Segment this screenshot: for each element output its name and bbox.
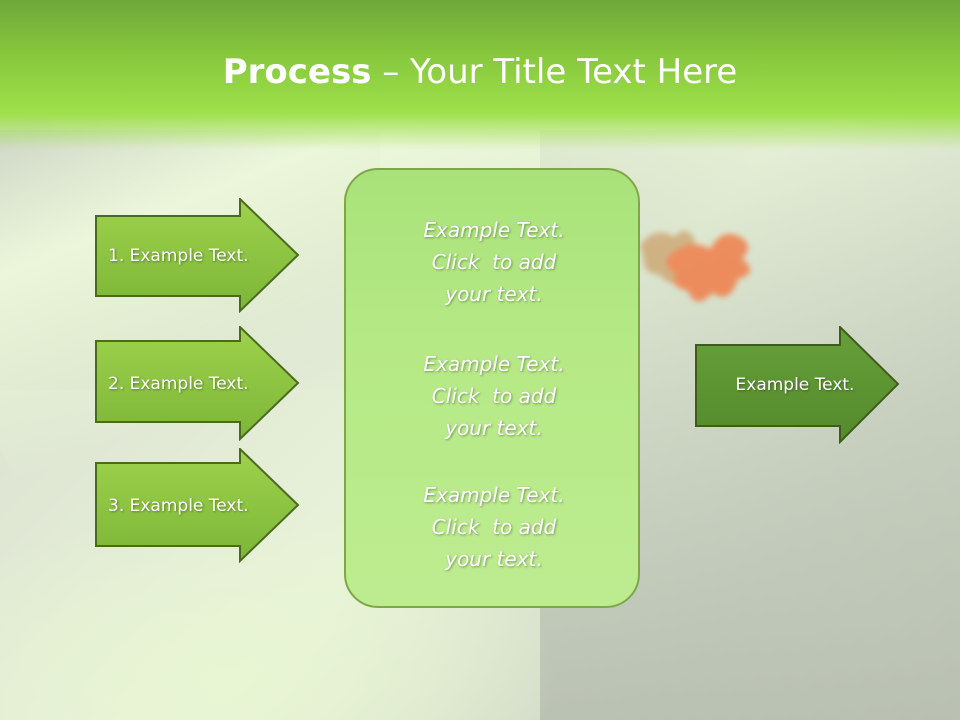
center-line: Click to add <box>431 250 557 274</box>
center-line: your text. <box>445 547 543 571</box>
arrow-right-icon <box>695 326 900 444</box>
center-text-box[interactable]: Example Text. Click to add your text. Ex… <box>344 168 640 608</box>
title-bold: Process <box>222 52 372 92</box>
title-band <box>0 0 960 150</box>
input-arrow-2[interactable]: 2. Example Text. <box>95 326 300 441</box>
slide-title: Process – Your Title Text Here <box>0 52 960 92</box>
input-arrow-label: 1. Example Text. <box>108 245 249 266</box>
arrow-right-icon <box>95 448 300 563</box>
center-line: your text. <box>445 282 543 306</box>
center-line: Click to add <box>431 515 557 539</box>
center-line: Click to add <box>431 384 557 408</box>
center-text-block-2: Example Text. Click to add your text. <box>346 348 642 444</box>
input-arrow-label: 3. Example Text. <box>108 495 249 516</box>
output-arrow[interactable]: Example Text. <box>695 326 900 444</box>
arrow-right-icon <box>95 198 300 313</box>
center-text-block-1: Example Text. Click to add your text. <box>346 214 642 310</box>
center-line: Example Text. <box>423 218 565 242</box>
input-arrow-label: 2. Example Text. <box>108 373 249 394</box>
center-line: Example Text. <box>423 352 565 376</box>
center-line: your text. <box>445 416 543 440</box>
title-rest: – Your Title Text Here <box>371 52 738 92</box>
arrow-right-icon <box>95 326 300 441</box>
input-arrow-1[interactable]: 1. Example Text. <box>95 198 300 313</box>
output-arrow-label: Example Text. <box>735 375 855 395</box>
center-line: Example Text. <box>423 483 565 507</box>
puzzle-piece-icon <box>630 215 770 325</box>
center-text-block-3: Example Text. Click to add your text. <box>346 479 642 575</box>
input-arrow-3[interactable]: 3. Example Text. <box>95 448 300 563</box>
